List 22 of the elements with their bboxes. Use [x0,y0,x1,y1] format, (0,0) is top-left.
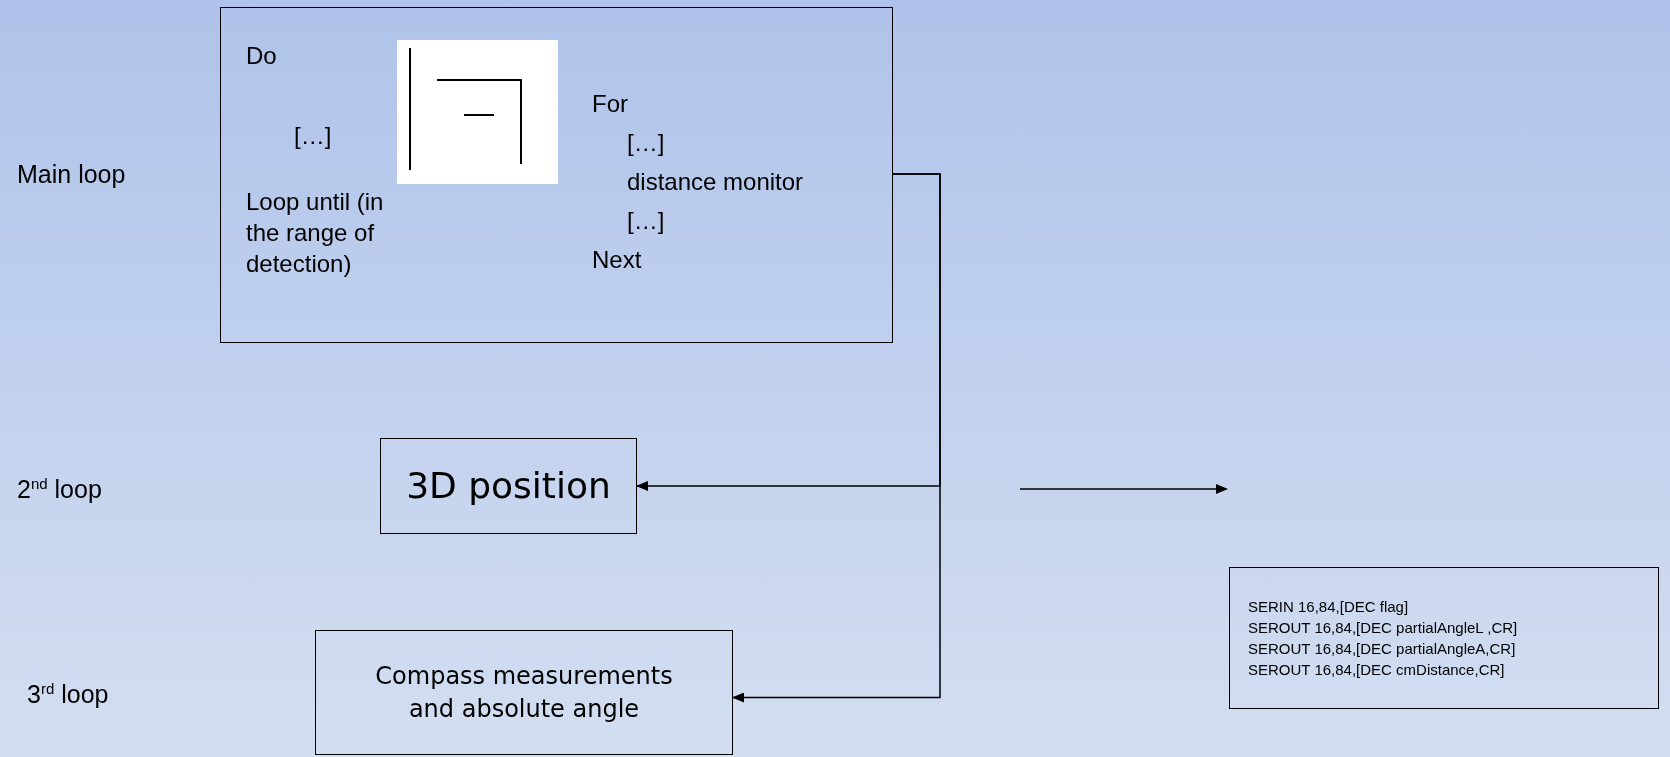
code-line: SEROUT 16,84,[DEC partialAngleL ,CR] [1248,618,1518,638]
code-box [1229,567,1659,709]
code-text: […] [294,121,332,151]
process-box [315,630,733,755]
code-text: distance monitor [627,167,804,197]
code-text: For [592,89,628,119]
code-text: […] [627,206,665,236]
process-box [220,7,893,343]
code-line: SEROUT 16,84,[DEC partialAngleA,CR] [1248,639,1516,659]
code-line: SERIN 16,84,[DEC flag] [1248,597,1409,617]
process-box [380,438,637,534]
loop-label: Main loop [17,160,126,189]
code-text: […] [627,128,665,158]
arrow [732,173,941,703]
code-line: SEROUT 16,84,[DEC cmDistance,CR] [1248,660,1505,680]
box-label: 3D position [406,463,611,508]
loop-label: 3$^{rd}$ loop [27,680,109,710]
code-text: Do [246,41,277,71]
code-text: Next [592,245,642,275]
box-label: Compass measurements and absolute angle [374,661,674,725]
code-text: Loop until (in the range of detection) [246,187,385,280]
loop-label: 2$^{nd}$ loop [17,475,102,505]
